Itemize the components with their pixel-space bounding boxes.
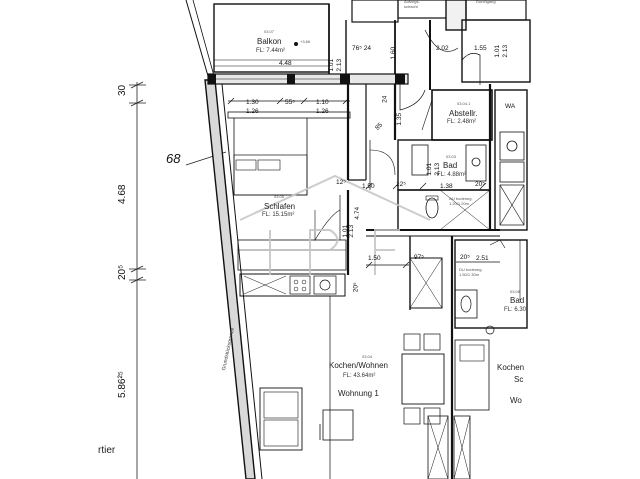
dim-2-13b: 2.13 (502, 44, 510, 58)
du1-line1: DU bodeneg. (449, 196, 473, 201)
dim-4-74: 4.74 (354, 206, 362, 220)
dim-1-01b: 1.01 (494, 44, 502, 58)
dim-1-10: 1.10 (316, 99, 329, 106)
dim-1-26a: 1.26 (246, 108, 259, 115)
apartment-label: Wohnung 1 (338, 389, 379, 398)
dim-1-60: 1.60 (390, 46, 398, 60)
abstellr-name: Abstellr. (449, 109, 478, 118)
dim-2-02: 2.02 (436, 45, 449, 52)
kochen-right-name3: Wo (510, 396, 522, 405)
kochen-right-name2: Sc (514, 375, 524, 384)
dim-1-50b: 1.50 (368, 255, 381, 262)
du1-line2: 1.20/1.20m (449, 201, 470, 206)
dim-1-55: 1.55 (474, 45, 487, 52)
upper-right-walls (393, 19, 531, 140)
dimension-ticks (227, 97, 500, 269)
wa-label: WA (505, 103, 516, 110)
dim-1-50a: 1.50 (362, 183, 375, 190)
right-bad-walls (454, 239, 528, 411)
dim-1-26b: 1.26 (316, 108, 329, 115)
bad-right-area: FL: 6.30 (504, 307, 527, 313)
dim-76-24: 76⁵ 24 (352, 45, 371, 52)
dining-table (401, 333, 445, 425)
vdim-20: 20⁵ (117, 264, 128, 280)
dim-1-35: 1.35 (396, 112, 404, 126)
kochen-area: FL: 43.64m² (343, 373, 376, 379)
kochen-name: Kochen/Wohnen (329, 361, 389, 370)
dim-1-30: 1.30 (246, 99, 259, 106)
top-left-label: Aufzugs- (404, 0, 420, 4)
schlafen-name: Schlafen (264, 202, 296, 211)
vertical-dimension-line (129, 81, 146, 479)
schlafen-walls (227, 84, 396, 275)
abstellr-area: FL: 2.48m² (447, 119, 477, 125)
partial-label: rtier (98, 445, 116, 456)
level-marker (294, 42, 298, 46)
dim-55: 55⁵ (285, 99, 295, 106)
du2-line2: 1.50/1.30m (459, 272, 480, 277)
dim-24a: 24 (381, 95, 389, 103)
balkon-id: 03.07 (264, 29, 275, 34)
dim-2-13d: 2.13 (434, 162, 442, 176)
schlafen-id: 03.05 (274, 194, 285, 199)
dim-1-01a: 1.01 (328, 58, 336, 72)
bad-right-id: 03.08 (510, 289, 521, 294)
dim-20a: 20⁵ (475, 181, 485, 188)
dim-97: 97⁵ (414, 254, 424, 261)
dim-2-13a: 2.13 (336, 58, 344, 72)
balkon-name: Balkon (257, 37, 282, 46)
dim-20c: 20⁵ (352, 282, 360, 293)
bad-area: FL: 4.88m² (437, 172, 467, 178)
bad-right-name: Bad (510, 296, 525, 305)
du2-line1: DU bodeneg. (459, 267, 483, 272)
dim-2-51: 2.51 (476, 255, 489, 262)
balcony-outline (213, 0, 527, 74)
dim-12b: 12⁵ (396, 181, 406, 188)
vdim-30: 30 (117, 84, 128, 96)
balkon-level: +3.66 (300, 39, 311, 44)
top-left-label-2: schacht (404, 4, 418, 9)
vdim-586: 5.86²⁵ (117, 371, 128, 398)
plot-number: 68 (166, 151, 181, 166)
shaft-walls (409, 236, 471, 479)
top-right-label: Durchgang (476, 0, 496, 4)
dim-20b: 20⁵ (460, 254, 470, 261)
vdim-468: 4.68 (117, 184, 128, 204)
kitchen-counter (237, 239, 347, 479)
kochen-right-name: Kochen (497, 363, 525, 372)
dim-12a: 12⁵ (336, 179, 346, 186)
dim-1-01d: 1.01 (426, 162, 434, 176)
bad-name: Bad (443, 161, 458, 170)
balcony-wall (207, 73, 409, 85)
abstellr-id: 03.04.1 (457, 101, 471, 106)
watermark-logo (239, 174, 431, 275)
dim-2-13c: 2.13 (348, 224, 356, 238)
sofa (259, 387, 354, 451)
dim-1-38: 1.38 (440, 183, 453, 190)
balkon-area: FL: 7.44m² (256, 48, 286, 54)
kochen-id: 03.04 (362, 354, 373, 359)
balkon-width: 4.48 (279, 60, 292, 67)
bad-id: 03.03 (446, 154, 457, 159)
schlafen-area: FL: 15.15m² (262, 212, 295, 218)
